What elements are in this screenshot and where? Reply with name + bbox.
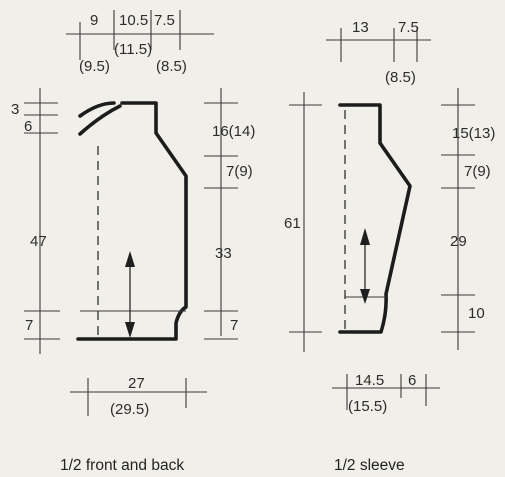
sleeve-right-height-cap-shaping: 7(9) bbox=[464, 163, 491, 180]
bottom-width: 27 bbox=[128, 375, 145, 392]
top-width-neck-alt: (9.5) bbox=[79, 58, 110, 75]
sleeve-top-width: 13 bbox=[352, 19, 369, 36]
knitting-direction-arrow bbox=[125, 251, 135, 338]
sleeve-direction-arrow bbox=[360, 228, 370, 304]
top-width-shoulder: 7.5 bbox=[154, 12, 175, 29]
sleeve-bottom-width-cuff: 6 bbox=[408, 372, 416, 389]
neckline-back bbox=[78, 101, 116, 118]
sleeve-outline bbox=[338, 103, 412, 334]
sleeve-bottom-width-dimension bbox=[332, 374, 440, 410]
sleeve-piece: 13 7.5 (8.5) 61 15(13) 7(9) 29 10 bbox=[284, 19, 495, 474]
left-height-ribbing: 7 bbox=[25, 317, 33, 334]
top-width-shoulder-mid-alt: (11.5) bbox=[114, 41, 152, 58]
left-height-dimension bbox=[24, 88, 60, 354]
left-height-body: 47 bbox=[30, 233, 47, 250]
left-height-neck-front: 6 bbox=[24, 118, 32, 135]
sleeve-left-height-dimension bbox=[289, 92, 322, 352]
front-back-caption: 1/2 front and back bbox=[60, 457, 184, 474]
bottom-width-alt: (29.5) bbox=[110, 401, 149, 418]
bottom-width-dimension bbox=[70, 378, 207, 416]
sleeve-top-width-cap-alt: (8.5) bbox=[385, 69, 416, 86]
top-width-dimension bbox=[66, 10, 214, 60]
right-height-armhole: 16(14) bbox=[212, 123, 255, 140]
neckline-front bbox=[78, 104, 122, 136]
top-width-shoulder-alt: (8.5) bbox=[156, 58, 187, 75]
right-height-ribbing: 7 bbox=[230, 317, 238, 334]
sleeve-right-height-dimension bbox=[441, 88, 475, 350]
sleeve-right-height-cuff: 10 bbox=[468, 305, 485, 322]
front-back-piece: 9 10.5 7.5 (9.5) (11.5) (8.5) 3 6 47 7 1… bbox=[11, 10, 255, 474]
right-height-armhole-shaping: 7(9) bbox=[226, 163, 253, 180]
sleeve-top-width-dimension bbox=[326, 28, 431, 62]
sleeve-bottom-width-alt: (15.5) bbox=[348, 398, 387, 415]
front-back-outline bbox=[76, 101, 188, 341]
sleeve-top-width-cap: 7.5 bbox=[398, 19, 419, 36]
right-height-dimension bbox=[204, 88, 238, 340]
sleeve-left-height: 61 bbox=[284, 215, 301, 232]
left-height-neck-back: 3 bbox=[11, 101, 19, 118]
sleeve-right-height-cap: 15(13) bbox=[452, 125, 495, 142]
sleeve-caption: 1/2 sleeve bbox=[334, 457, 405, 474]
top-width-shoulder-mid: 10.5 bbox=[119, 12, 148, 29]
sleeve-right-height-arm: 29 bbox=[450, 233, 467, 250]
sleeve-bottom-width: 14.5 bbox=[355, 372, 384, 389]
top-width-neck: 9 bbox=[90, 12, 98, 29]
right-height-side: 33 bbox=[215, 245, 232, 262]
